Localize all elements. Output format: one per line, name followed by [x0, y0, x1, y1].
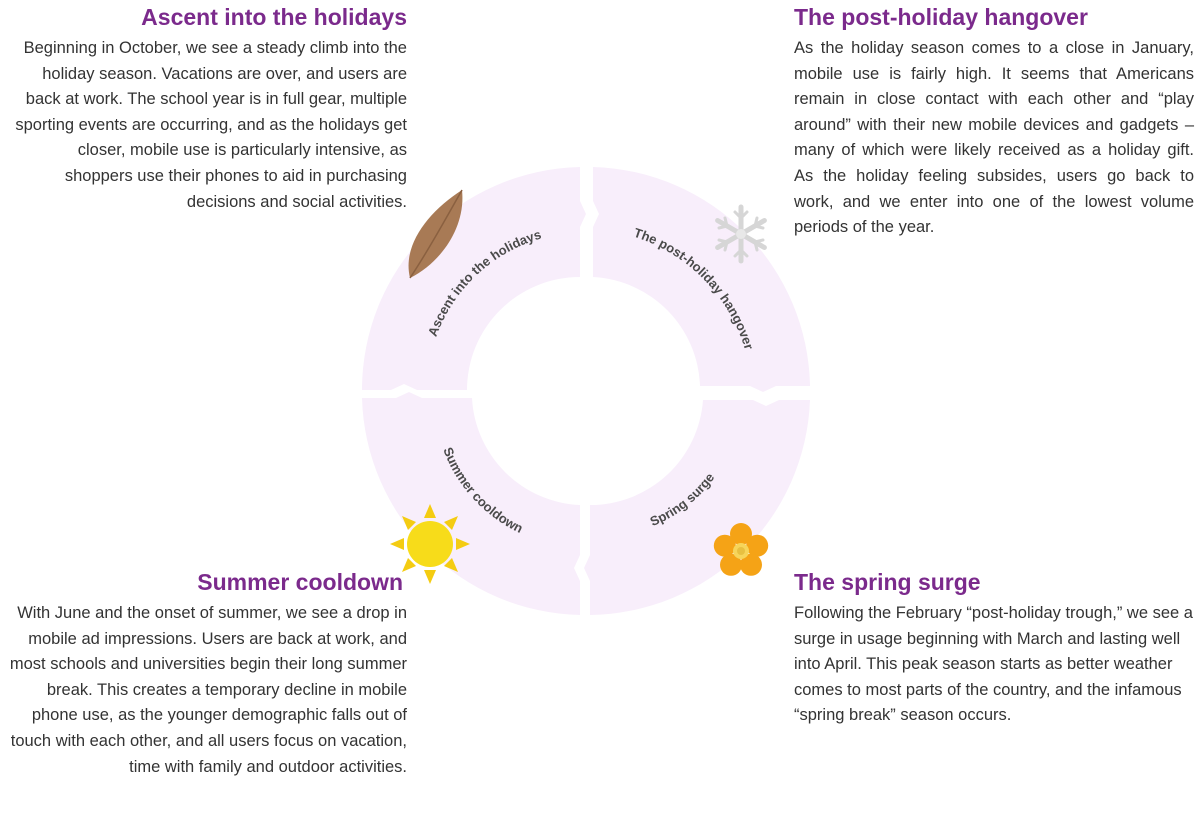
- paragraph-ascent: Beginning in October, we see a steady cl…: [15, 39, 407, 211]
- paragraph-spring: Following the February “post-holiday tro…: [794, 604, 1193, 725]
- leaf-icon: [408, 189, 463, 279]
- sun-icon: [390, 504, 470, 584]
- seasonal-cycle-diagram: Ascent into the holidays The post-holida…: [362, 167, 810, 615]
- heading-post-holiday: The post-holiday hangover: [794, 4, 1088, 30]
- paragraph-summer: With June and the onset of summer, we se…: [9, 604, 407, 776]
- ring-segment-ascent: [362, 167, 586, 390]
- ring-segment-spring: [584, 400, 810, 615]
- flower-icon: [713, 523, 769, 576]
- heading-ascent: Ascent into the holidays: [141, 4, 407, 30]
- snowflake-icon: [715, 204, 767, 264]
- ring-segment-summer: [362, 392, 580, 615]
- heading-summer: Summer cooldown: [197, 569, 403, 595]
- paragraph-post-holiday: As the holiday season comes to a close i…: [794, 39, 1194, 237]
- heading-spring: The spring surge: [794, 569, 981, 595]
- ring-segment-post-holiday: [593, 167, 810, 392]
